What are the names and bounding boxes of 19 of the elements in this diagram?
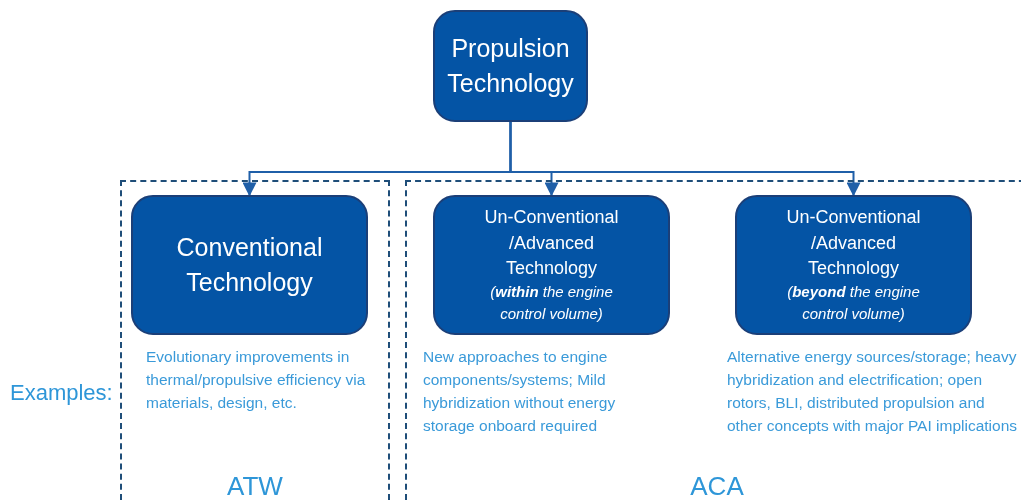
example-text: Alternative energy sources/storage; heavy hybridization and electrification; open rotors, BLI, distributed propulsion and other concepts with major PAI implications <box>727 347 1019 436</box>
group-title: ACA <box>690 471 744 500</box>
example-text: Evolutionary improvements in thermal/propulsive efficiency via materials, design, etc. <box>146 347 367 413</box>
box-title: Propulsion Technology <box>446 33 575 99</box>
example-text: New approaches to engine components/systems; Mild hybridization without energy storage onboard required <box>423 347 617 436</box>
box-title: Conventional Technology <box>175 232 324 298</box>
box-note: (beyond the engine control volume) <box>786 282 921 324</box>
box-title: Un-Conventional /Advanced Technology <box>785 206 922 280</box>
group-title: ATW <box>227 471 283 500</box>
process-box <box>735 195 972 335</box>
process-box <box>131 195 368 335</box>
box-title: Un-Conventional /Advanced Technology <box>483 206 620 280</box>
dashed-group-frame <box>405 180 1021 500</box>
process-box <box>433 10 588 122</box>
dashed-group-frame <box>120 180 390 500</box>
process-box <box>433 195 670 335</box>
arrow <box>509 121 861 197</box>
box-note: (within the engine control volume) <box>489 282 614 324</box>
row-label: Examples: <box>10 380 113 406</box>
